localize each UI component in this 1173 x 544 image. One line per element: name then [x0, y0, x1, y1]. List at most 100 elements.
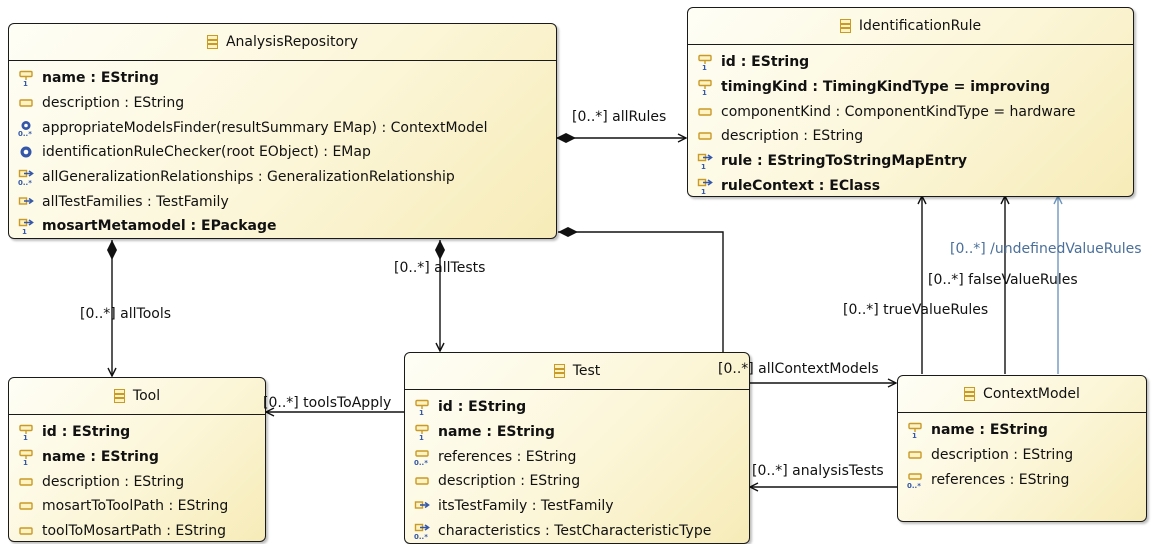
eclass-icon: [964, 387, 976, 401]
feature-row[interactable]: 1 rule : EStringToStringMapEntry: [688, 149, 1133, 174]
svg-text:0..*: 0..*: [18, 130, 32, 136]
attribute-icon: [18, 95, 34, 111]
svg-text:1: 1: [912, 432, 917, 438]
eclass-icon: [553, 364, 565, 378]
multi-operation-icon: 0..*: [18, 120, 34, 136]
multi-attribute-icon: 0..*: [414, 449, 430, 465]
svg-text:1: 1: [701, 188, 706, 194]
feature-row[interactable]: 1 ruleContext : EClass: [688, 173, 1133, 196]
feature-row[interactable]: toolToMosartPath : EString: [9, 519, 265, 541]
attribute-icon: [414, 473, 430, 489]
label-undefined-value-rules: [0..*] /undefinedValueRules: [950, 241, 1142, 257]
label-all-context-models: [0..*] allContextModels: [718, 361, 879, 377]
attribute-icon: [907, 447, 923, 463]
attribute-icon: [18, 498, 34, 514]
label-analysis-tests: [0..*] analysisTests: [752, 463, 884, 479]
feature-text: ruleContext : EClass: [721, 177, 881, 194]
feature-row[interactable]: identificationRuleChecker(root EObject) …: [9, 140, 556, 165]
feature-text: appropriateModelsFinder(resultSummary EM…: [42, 119, 488, 136]
feature-text: name : EString: [42, 449, 159, 466]
feature-text: description : EString: [42, 95, 185, 112]
svg-text:1: 1: [23, 80, 28, 86]
id-attribute-icon: 1: [18, 70, 34, 86]
composition-diamond: [107, 240, 117, 260]
feature-row[interactable]: 1 id : EString: [688, 50, 1133, 75]
class-header: ContextModel: [898, 376, 1146, 413]
feature-text: rule : EStringToStringMapEntry: [721, 153, 967, 170]
feature-row[interactable]: description : EString: [9, 469, 265, 494]
feature-text: identificationRuleChecker(root EObject) …: [42, 144, 371, 161]
required-reference-icon: 1: [697, 153, 713, 169]
svg-text:0..*: 0..*: [414, 459, 428, 465]
id-attribute-icon: 1: [18, 424, 34, 440]
class-header: IdentificationRule: [688, 8, 1133, 45]
class-name: ContextModel: [983, 386, 1080, 402]
feature-row[interactable]: allTestFamilies : TestFamily: [9, 189, 556, 214]
feature-row[interactable]: mosartToToolPath : EString: [9, 494, 265, 519]
required-reference-icon: 1: [697, 178, 713, 194]
feature-row[interactable]: 1 name : EString: [9, 445, 265, 470]
feature-row[interactable]: 0..*references : EString: [405, 444, 749, 469]
svg-text:1: 1: [702, 64, 707, 70]
feature-row[interactable]: 0..*references : EString: [898, 467, 1146, 492]
reference-icon: [414, 498, 430, 514]
feature-text: itsTestFamily : TestFamily: [438, 498, 614, 515]
feature-text: timingKind : TimingKindType = improving: [721, 79, 1051, 96]
feature-row[interactable]: 0..*allGeneralizationRelationships : Gen…: [9, 165, 556, 190]
feature-row[interactable]: componentKind : ComponentKindType = hard…: [688, 99, 1133, 124]
feature-row[interactable]: 0..* appropriateModelsFinder(resultSummar…: [9, 115, 556, 140]
svg-text:1: 1: [22, 228, 27, 234]
reference-icon: [18, 194, 34, 210]
feature-text: toolToMosartPath : EString: [42, 523, 227, 540]
composition-diamond: [556, 133, 576, 143]
feature-text: componentKind : ComponentKindType = hard…: [721, 103, 1076, 120]
feature-row[interactable]: description : EString: [405, 469, 749, 494]
required-reference-icon: 1: [18, 218, 34, 234]
feature-row[interactable]: description : EString: [688, 124, 1133, 149]
label-true-value-rules: [0..*] trueValueRules: [843, 302, 989, 318]
operation-icon: [18, 144, 34, 160]
attribute-icon: [18, 523, 34, 539]
feature-row[interactable]: description : EString: [898, 443, 1146, 468]
id-attribute-icon: 1: [18, 449, 34, 465]
svg-text:0..*: 0..*: [907, 482, 921, 488]
class-header: Test: [405, 353, 749, 390]
eclass-icon: [839, 19, 851, 33]
feature-text: characteristics : TestCharacteristicType: [438, 522, 712, 539]
feature-row[interactable]: itsTestFamily : TestFamily: [405, 494, 749, 519]
feature-text: id : EString: [438, 399, 527, 416]
id-attribute-icon: 1: [697, 54, 713, 70]
attribute-icon: [18, 474, 34, 490]
label-tools-to-apply: [0..*] toolsToApply: [263, 395, 392, 411]
svg-text:1: 1: [419, 434, 424, 440]
edge-all-context-models[interactable]: [558, 231, 896, 383]
composition-diamond: [558, 227, 578, 237]
label-all-rules: [0..*] allRules: [572, 109, 667, 125]
attribute-icon: [697, 104, 713, 120]
feature-text: description : EString: [931, 447, 1074, 464]
feature-text: id : EString: [721, 54, 810, 71]
feature-text: allTestFamilies : TestFamily: [42, 193, 229, 210]
class-name: Tool: [132, 388, 161, 404]
class-name: Test: [572, 363, 601, 379]
feature-row[interactable]: description : EString: [9, 91, 556, 116]
feature-row[interactable]: 0..*characteristics : TestCharacteristic…: [405, 518, 749, 543]
label-all-tests: [0..*] allTests: [394, 260, 486, 276]
